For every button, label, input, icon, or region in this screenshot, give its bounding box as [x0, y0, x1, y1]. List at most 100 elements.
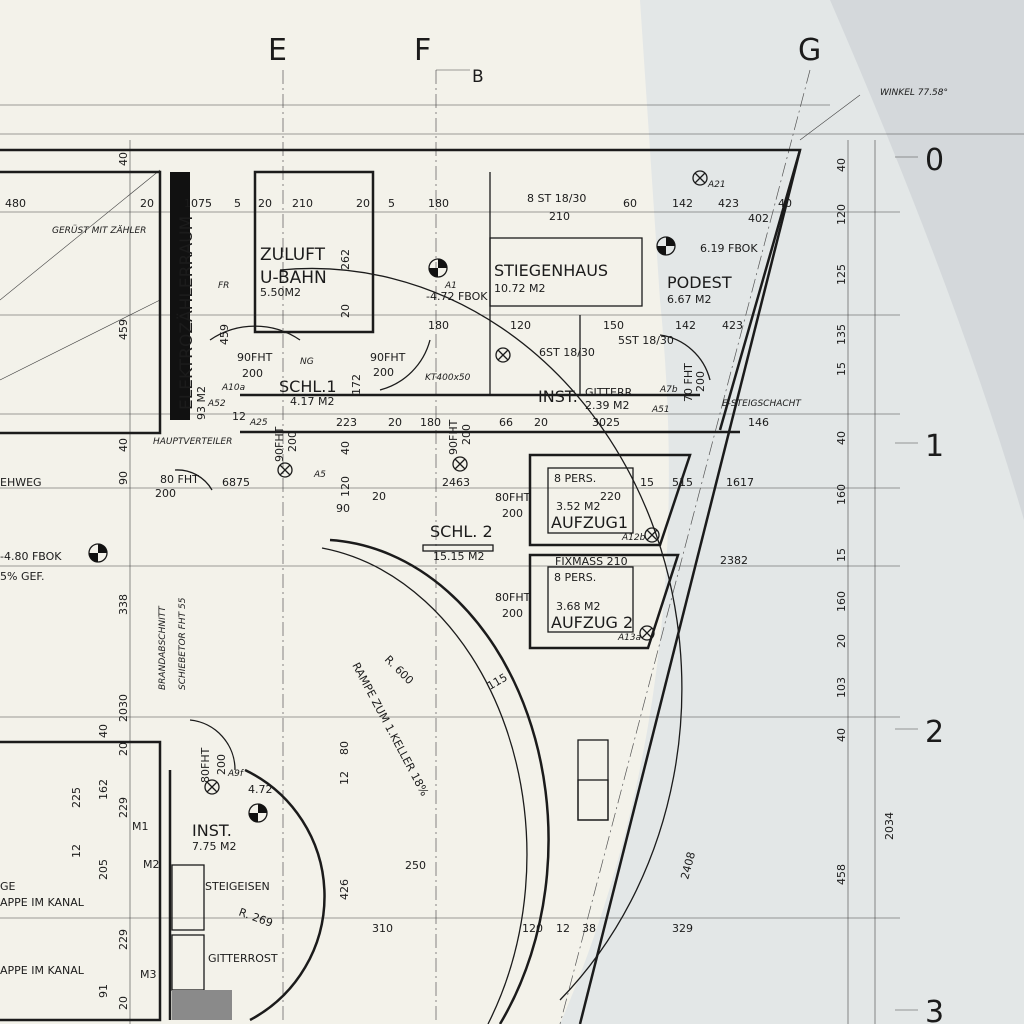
dim: 20: [356, 197, 370, 210]
dim: 20: [835, 634, 848, 648]
dim: 1617: [726, 476, 754, 489]
dim: 80: [338, 741, 351, 755]
door-label: 200: [286, 431, 299, 452]
gef-note: 5% GEF.: [0, 570, 44, 583]
dim: 210: [549, 210, 570, 223]
dim: 20: [117, 742, 130, 756]
dim: 160: [835, 484, 848, 505]
steigeisen-note: STEIGEISEN: [205, 880, 270, 893]
dim: 220: [600, 490, 621, 503]
room-stiegenhaus-name: STIEGENHAUS: [494, 261, 608, 280]
door-label: 90FHT: [447, 419, 460, 455]
axis-column-e: E: [268, 33, 287, 68]
door-label: 70 FHT: [682, 363, 695, 402]
dim: 90: [336, 502, 350, 515]
dim: 162: [97, 779, 110, 800]
ng-note: NG: [300, 357, 314, 367]
room-aufzug2-name: AUFZUG 2: [551, 613, 633, 632]
room-stiegenhaus-area: 10.72 M2: [494, 282, 545, 295]
axis-column-f: F: [414, 33, 431, 68]
symbol-label: A5: [313, 470, 326, 480]
room-inst1-area: 2.39 M2: [585, 399, 629, 412]
dim: 12: [338, 771, 351, 785]
door-label: 80FHT: [495, 591, 531, 604]
shadow-wash: [560, 0, 1024, 1024]
fbok-shaft-note: -4.72 FBOK: [426, 290, 488, 303]
steigschacht-note: E-STEIGSCHACHT: [722, 399, 802, 409]
symbol-label: A25: [249, 418, 268, 428]
dimension-texts: 480 20 1075 5 20 210 20 5 180 210 60 142…: [5, 197, 792, 935]
door-labels: 90FHT 200 90FHT 200 80 FHT 200 80FHT 200…: [155, 325, 711, 783]
axis-row-0: 0: [925, 143, 944, 178]
dim: 2463: [442, 476, 470, 489]
light-fixture-icon: [495, 347, 511, 363]
room-zuluft-name2: U-BAHN: [260, 268, 327, 288]
dim: 1075: [184, 197, 212, 210]
dim: 250: [405, 859, 426, 872]
dim: 142: [672, 197, 693, 210]
dim: 459: [117, 319, 130, 340]
room-elektro-area: 93 M2: [195, 386, 208, 420]
light-fixture-icon: [204, 779, 220, 795]
door-label: 80FHT: [495, 491, 531, 504]
dim: 15: [835, 362, 848, 376]
room-aufzug1-cap: 8 PERS.: [554, 472, 596, 485]
dim: 90: [117, 471, 130, 485]
level-marker-icon: [248, 803, 268, 823]
dim: 338: [117, 594, 130, 615]
dim: 15: [835, 548, 848, 562]
klappe-note-1: APPE IM KANAL: [0, 896, 85, 909]
symbol-label: M3: [140, 968, 157, 981]
axis-row-1: 1: [925, 429, 944, 464]
room-podest-name: PODEST: [667, 273, 732, 292]
room-aufzug2-area: 3.68 M2: [556, 600, 600, 613]
misc-dimensions: 262 20 459 172 40 120 90 4.72: [218, 249, 363, 796]
dim: 38: [582, 922, 596, 935]
dim: 310: [372, 922, 393, 935]
axis-row-2: 2: [925, 715, 944, 750]
dim: 20: [140, 197, 154, 210]
dim: 515: [672, 476, 693, 489]
door-label: 200: [502, 607, 523, 620]
dim: 120: [835, 204, 848, 225]
ge-note: GE: [0, 880, 16, 893]
axis-row-3: 3: [925, 995, 944, 1024]
dim: 20: [117, 996, 130, 1010]
dimension-lines: [0, 69, 1024, 1024]
dim: 458: [835, 864, 848, 885]
dim: 229: [117, 929, 130, 950]
dim: 125: [835, 264, 848, 285]
dim: 12: [70, 844, 83, 858]
door-label: 200: [242, 367, 263, 380]
dim: 402: [748, 212, 769, 225]
dim: 2034: [883, 812, 896, 840]
axis-column-g: G: [798, 33, 821, 68]
dim: 2382: [720, 554, 748, 567]
dim: 40: [835, 728, 848, 742]
dim: 135: [835, 324, 848, 345]
dim: 120: [510, 319, 531, 332]
fbok-podest-note: 6.19 FBOK: [700, 242, 758, 255]
dim: 40: [778, 197, 792, 210]
dim: 423: [722, 319, 743, 332]
dim: 210: [292, 197, 313, 210]
angle-note: WINKEL 77.58°: [880, 88, 948, 98]
dim: 160: [835, 591, 848, 612]
room-schl1-area: 4.17 M2: [290, 395, 334, 408]
dim: 66: [499, 416, 513, 429]
symbol-label: A52: [207, 399, 226, 409]
dim: 146: [748, 416, 769, 429]
kt-note: KT400x50: [425, 373, 471, 383]
dim: 15: [640, 476, 654, 489]
light-fixture-icon: [644, 527, 660, 543]
symbol-label: A9f: [227, 769, 245, 779]
dim: 40: [117, 438, 130, 452]
dim: 6875: [222, 476, 250, 489]
room-schl2-area: 15.15 M2: [433, 550, 484, 563]
room-podest-area: 6.67 M2: [667, 293, 711, 306]
dim: 480: [5, 197, 26, 210]
door-label: 200: [694, 371, 707, 392]
dim: 329: [672, 922, 693, 935]
dim: 205: [97, 859, 110, 880]
dim: 172: [350, 374, 363, 395]
